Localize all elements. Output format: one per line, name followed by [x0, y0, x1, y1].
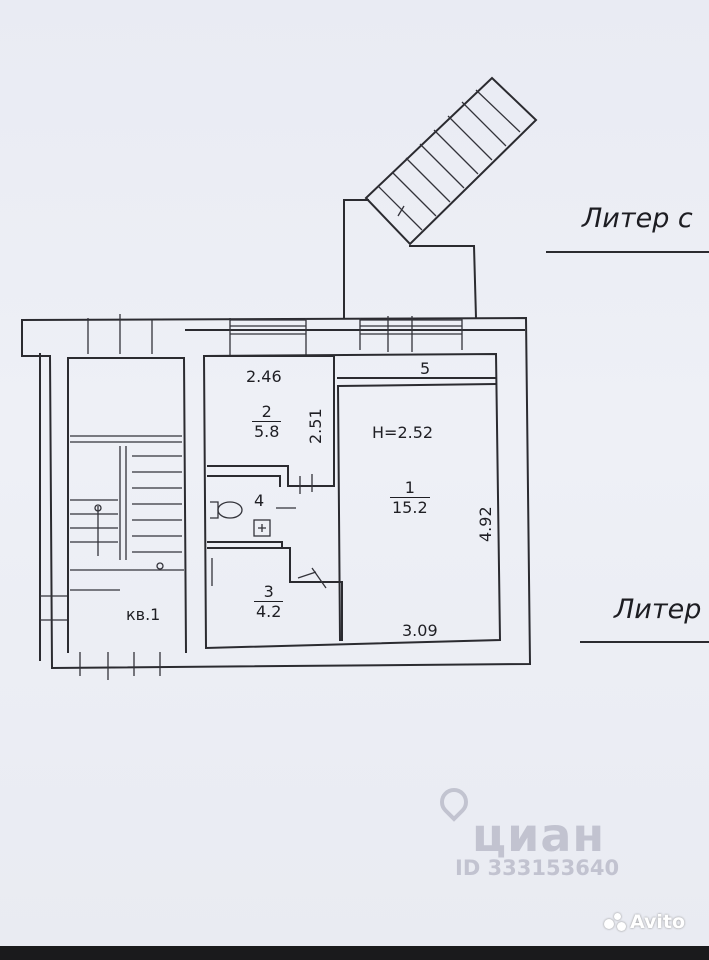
liter-right-underline [580, 641, 709, 643]
liter-top-underline [546, 251, 709, 253]
liter-right-label: Литер [614, 594, 702, 625]
dim-right-height: 4.92 [476, 506, 495, 542]
dim-top-right: 5 [420, 359, 431, 378]
dim-top-left: 2.46 [246, 367, 282, 386]
ceiling-height: H=2.52 [372, 423, 434, 442]
room-2-number: 2 [252, 402, 282, 422]
outer-walls [21, 316, 532, 670]
avito-watermark: Avito [630, 911, 686, 933]
room-3-area: 4.2 [256, 602, 282, 621]
dim-vertical-room2: 2.51 [306, 408, 325, 444]
cian-id-watermark: ID 333153640 [455, 856, 620, 880]
bottom-strip [0, 946, 709, 960]
room-walls [202, 352, 502, 650]
flat-label: кв.1 [126, 605, 161, 624]
cian-watermark: циан [472, 808, 606, 862]
room-2-area: 5.8 [254, 422, 280, 441]
room-3-label: 3 4.2 [254, 582, 284, 621]
room-1-label: 1 15.2 [390, 478, 430, 517]
room-1-area: 15.2 [392, 498, 428, 517]
room-2-label: 2 5.8 [252, 402, 282, 441]
room-1-number: 1 [390, 478, 430, 498]
stair-annex [343, 76, 538, 320]
stairwell [67, 357, 188, 654]
room-4-number: 4 [254, 491, 265, 510]
sink-icon [253, 519, 271, 537]
dim-bottom-width: 3.09 [402, 621, 438, 640]
room-3-number: 3 [254, 582, 284, 602]
windows [40, 314, 463, 680]
avito-logo-icon [604, 913, 628, 931]
toilet-icon [210, 501, 243, 519]
liter-top-label: Литер с [582, 203, 693, 234]
